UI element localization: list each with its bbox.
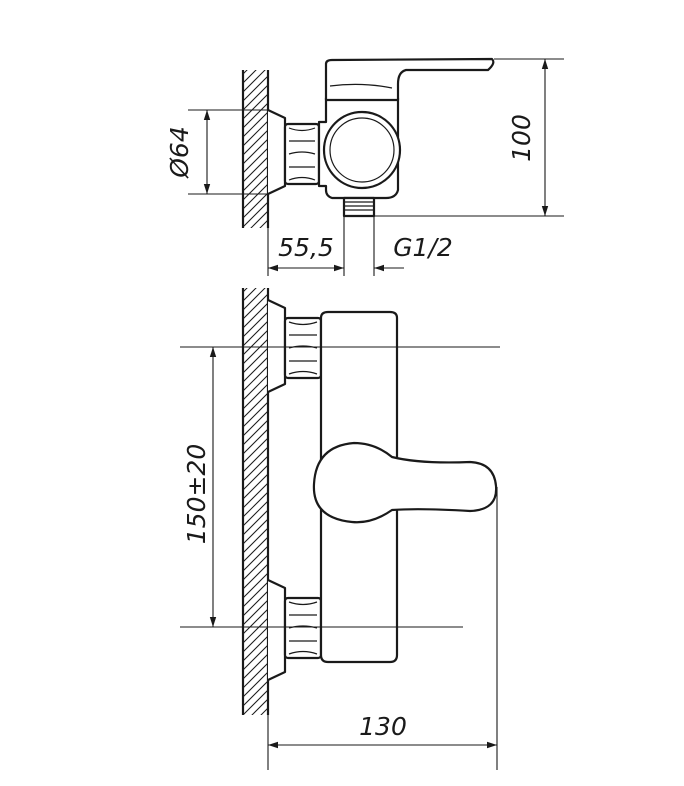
offset-label: 55,5 <box>278 233 334 262</box>
height-label: 100 <box>507 114 536 162</box>
connector-nut-upper <box>283 316 323 380</box>
connector-nut-lower <box>283 596 323 660</box>
mixer-body-side <box>317 96 402 200</box>
width-label: 130 <box>359 712 407 741</box>
height-dimension: 100 <box>374 58 564 217</box>
lever-handle-side <box>324 57 495 102</box>
side-view: Ø64 100 55,5 G1/2 <box>165 57 564 276</box>
diameter-label: Ø64 <box>165 126 194 179</box>
thread-label: G1/2 <box>393 233 453 262</box>
threaded-outlet <box>342 196 376 218</box>
wall-bottom <box>241 288 270 715</box>
wall-top <box>241 70 270 228</box>
wall-flange-lower <box>267 579 287 681</box>
lever-handle-detail <box>329 83 393 89</box>
spacing-label: 150±20 <box>182 444 211 544</box>
connector-nut-top <box>283 122 321 186</box>
lever-handle-front <box>312 441 498 524</box>
wall-flange-top <box>267 109 287 195</box>
front-view: 150±20 130 <box>180 288 500 770</box>
spacing-dimension: 150±20 <box>182 347 217 627</box>
diameter-dimension: Ø64 <box>165 109 268 195</box>
offset-dimension: 55,5 G1/2 <box>267 216 453 276</box>
wall-flange-upper <box>267 299 287 393</box>
width-dimension: 130 <box>267 487 498 770</box>
